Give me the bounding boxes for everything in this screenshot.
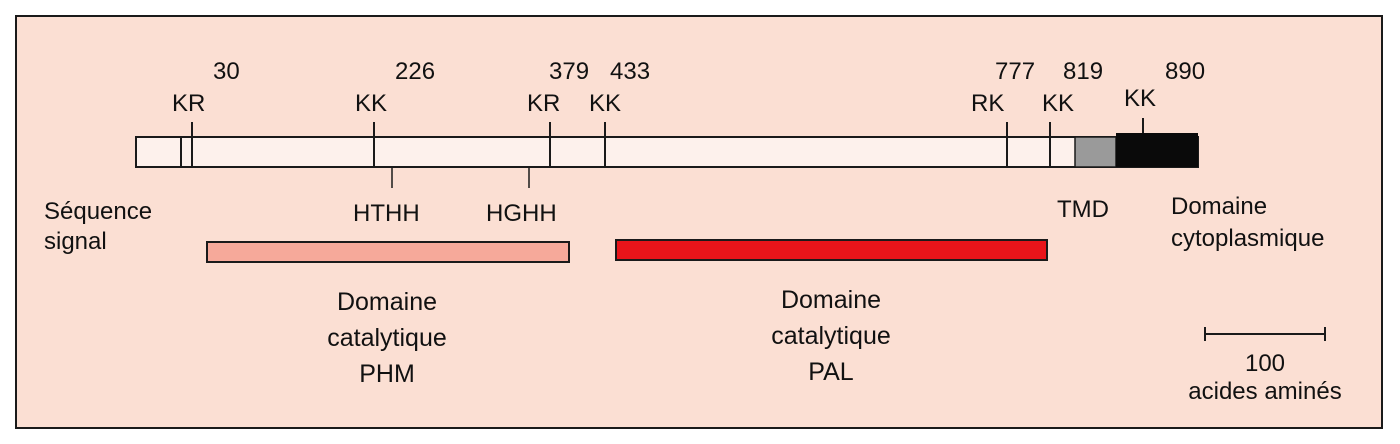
site-label-rk-777: RK (971, 90, 1005, 117)
scale-value: 100 (1244, 350, 1286, 377)
cytoplasmic-domain-label: Domaine cytoplasmique (1171, 193, 1325, 252)
phm-domain-bar (206, 241, 570, 263)
phm-domain-caption: Domaine catalytique PHM (327, 288, 447, 388)
site-position-379: 379 (549, 58, 590, 85)
cytoplasmic-segment (1116, 133, 1198, 167)
site-position-777: 777 (995, 58, 1036, 85)
scale-bar (1204, 327, 1326, 341)
site-position-226: 226 (395, 58, 436, 85)
tmd-segment (1074, 136, 1117, 168)
pal-domain-caption: Domaine catalytique PAL (771, 286, 891, 386)
site-label-kk-226: KK (355, 90, 388, 117)
site-label-kk-890: KK (1124, 85, 1157, 112)
motif-label-hthh: HTHH (353, 200, 420, 227)
pal-domain-bar (615, 239, 1048, 261)
motif-label-hghh: HGHH (486, 200, 557, 227)
tmd-label: TMD (1057, 196, 1109, 223)
site-label-kr-30: KR (172, 90, 206, 117)
site-label-kk-819: KK (1042, 90, 1075, 117)
site-label-kr-379: KR (527, 90, 561, 117)
scale-unit: acides aminés (1188, 378, 1342, 405)
site-position-30: 30 (213, 58, 240, 85)
protein-bar (135, 136, 1199, 168)
site-position-890: 890 (1165, 58, 1206, 85)
site-position-819: 819 (1063, 58, 1104, 85)
signal-sequence-label: Séquence signal (44, 198, 153, 255)
site-position-433: 433 (610, 58, 651, 85)
site-label-kk-433: KK (589, 90, 622, 117)
figure-frame (15, 15, 1383, 429)
